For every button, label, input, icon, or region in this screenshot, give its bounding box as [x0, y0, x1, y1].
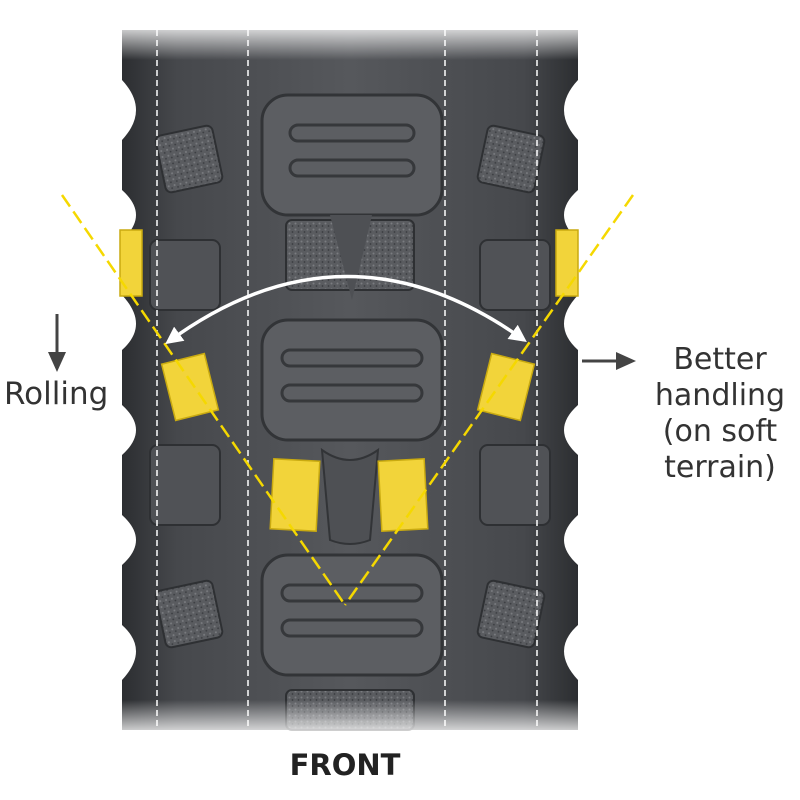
- side-knobs: [149, 124, 551, 649]
- double-headed-arc-arrow-icon: [165, 274, 527, 345]
- highlight-knob-left-edge: [119, 229, 143, 297]
- front-label: FRONT: [289, 748, 401, 782]
- highlight-knob-right-shoulder: [476, 352, 536, 422]
- highlight-knob-center-right: [377, 458, 429, 532]
- handling-line-3: (on soft: [662, 414, 778, 449]
- arrow-right-icon: [582, 352, 636, 370]
- rolling-label: Rolling: [4, 376, 109, 412]
- v-angle-guide: [60, 194, 635, 606]
- arrow-down-icon: [48, 314, 66, 372]
- better-handling-label: Better handling (on soft terrain): [640, 342, 800, 486]
- highlight-knob-center-left: [269, 458, 321, 532]
- handling-line-2: handling: [654, 378, 786, 413]
- highlight-knob-right-edge: [555, 229, 579, 297]
- vertical-guide-lines: [156, 30, 538, 730]
- highlight-knob-left-shoulder: [160, 352, 220, 422]
- center-knobs: [260, 93, 444, 731]
- handling-line-4: terrain): [664, 450, 776, 485]
- handling-line-1: Better: [673, 342, 767, 377]
